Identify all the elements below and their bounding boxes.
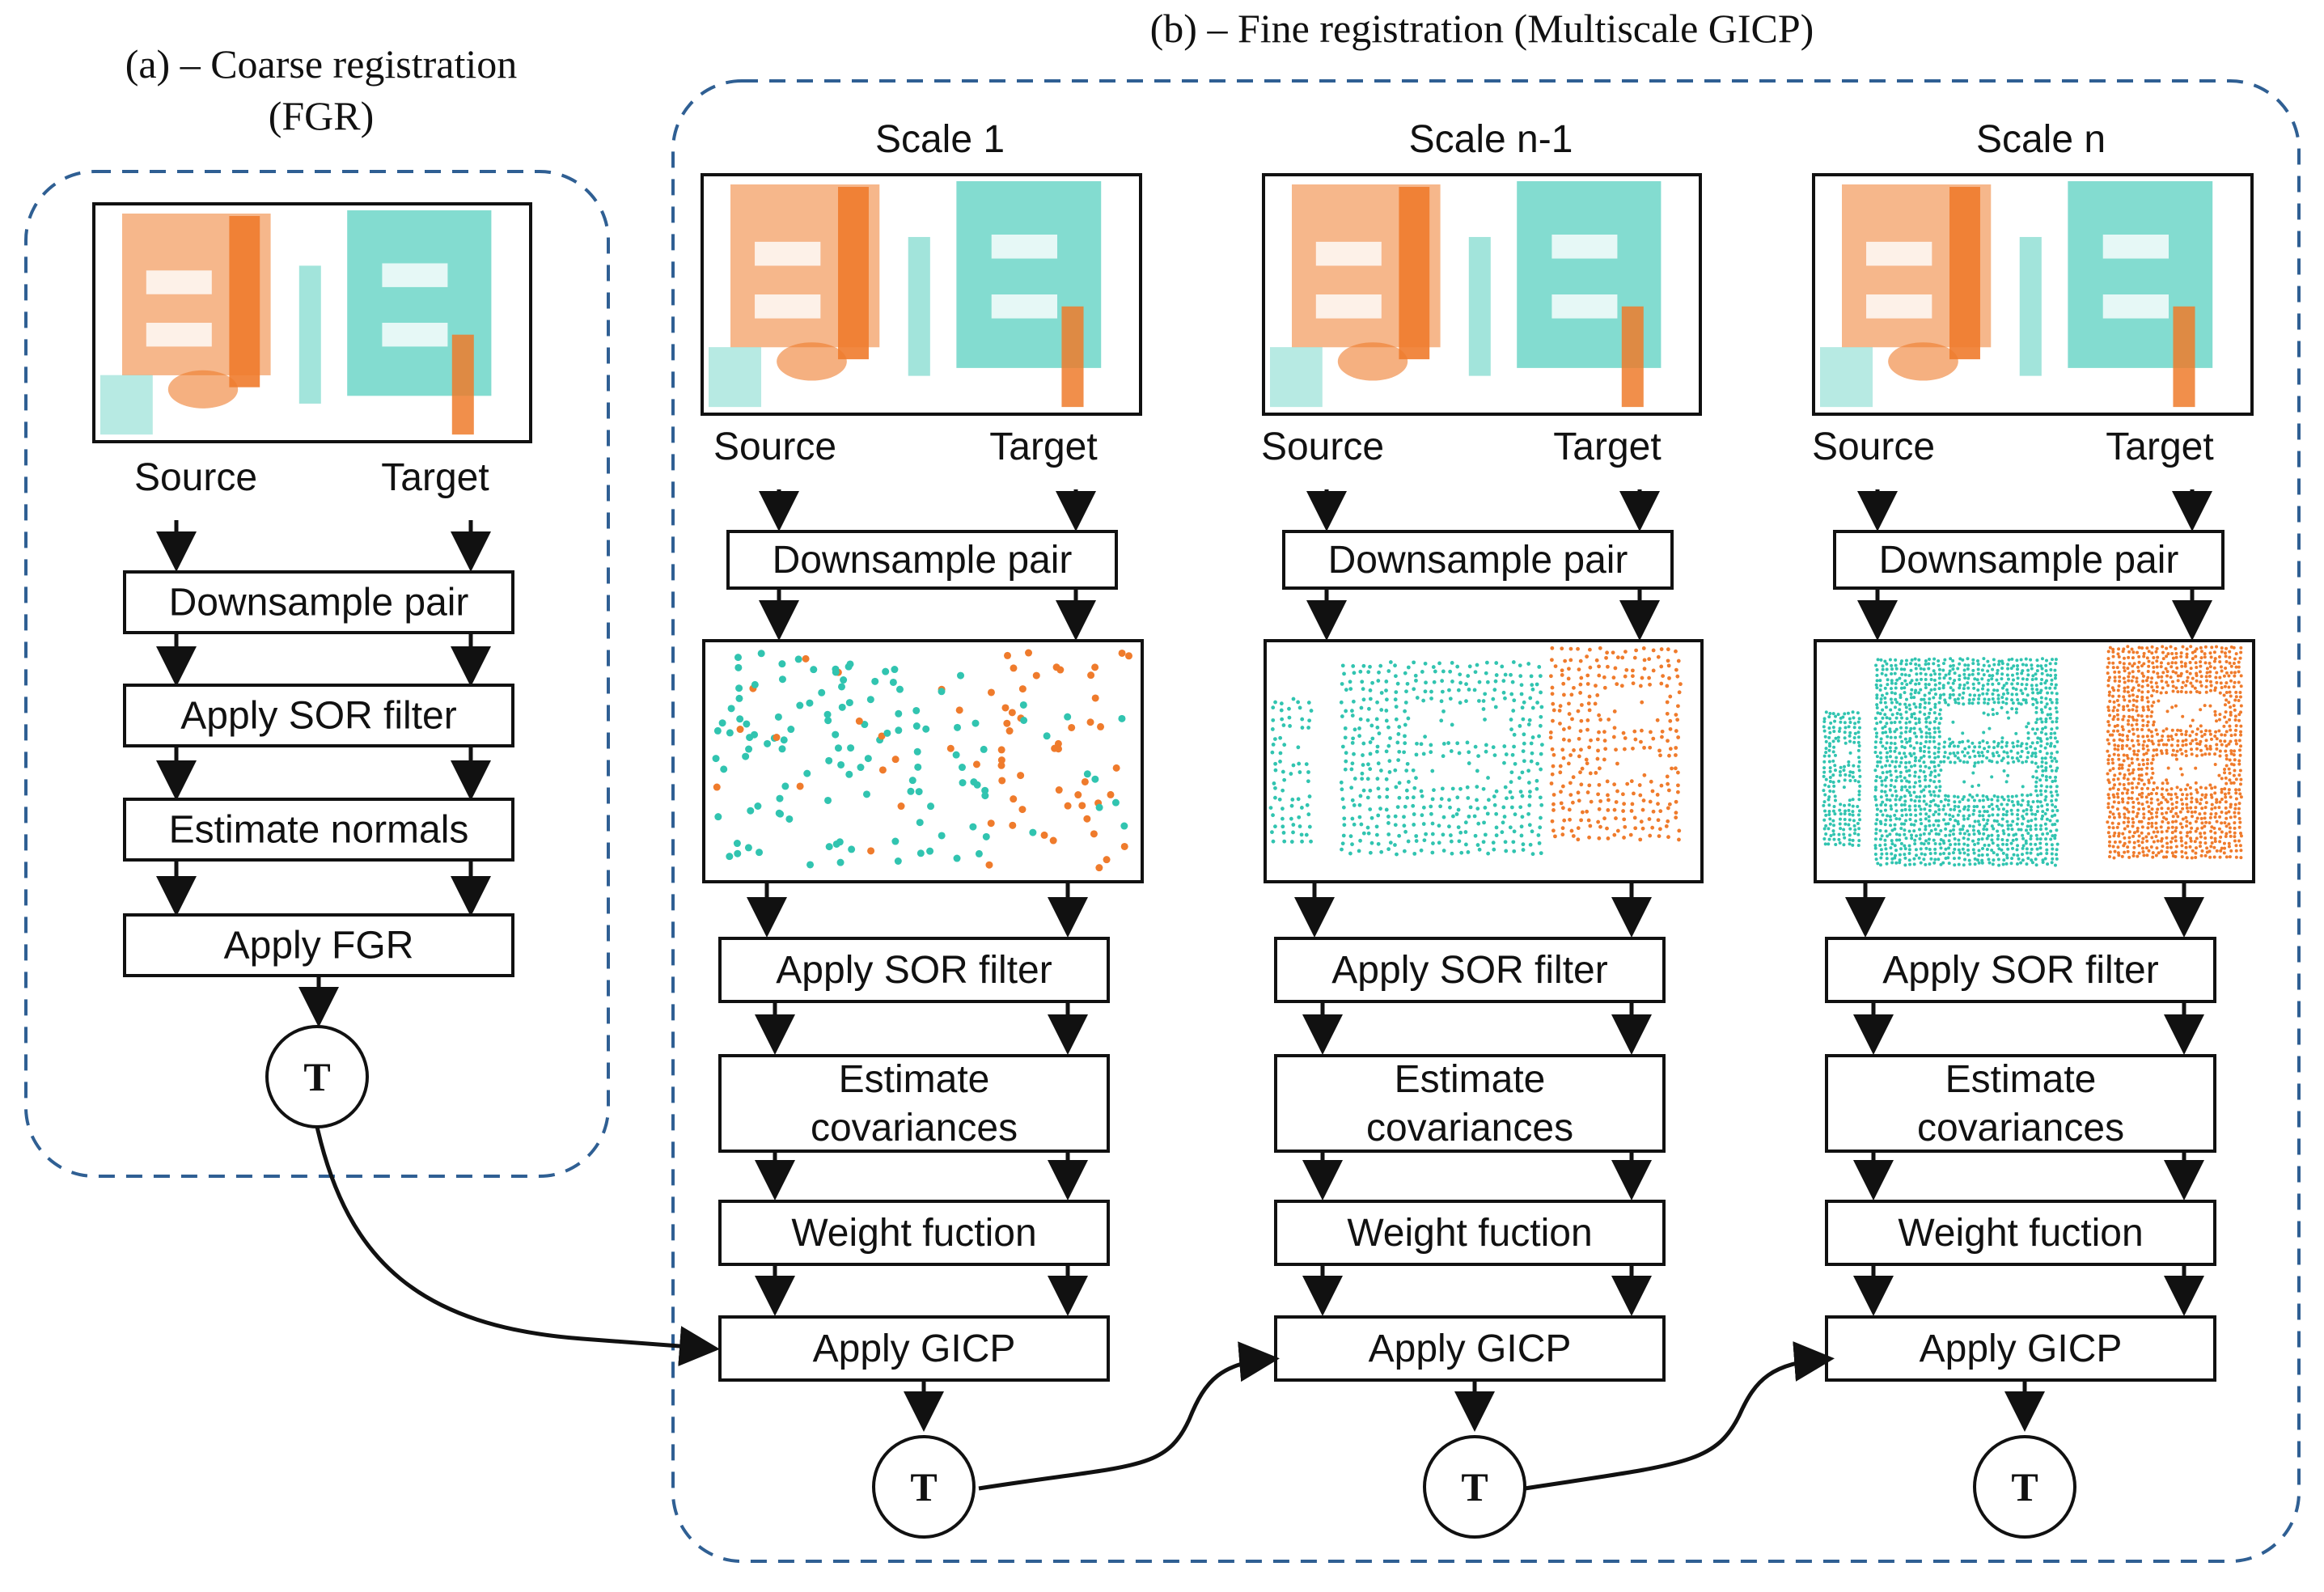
- transform-node-label: T: [910, 1464, 937, 1509]
- target-label: Target: [2106, 426, 2213, 468]
- step-apply-gicp-box: [1274, 1315, 1666, 1382]
- step-apply-gicp-label: Apply GICP: [1369, 1327, 1572, 1370]
- step-downsample-box: [1282, 530, 1674, 590]
- step-apply-gicp-box: [1825, 1315, 2216, 1382]
- panel-b-title: (b) – Fine registration (Multiscale GICP…: [1150, 6, 1814, 51]
- step-covariances-box: [1825, 1054, 2216, 1153]
- step-covariances-line2: covariances: [1366, 1107, 1573, 1150]
- step-sor-filter-box: [718, 937, 1110, 1003]
- scale-preview-input: [1262, 173, 1702, 416]
- step-sor-filter-box: [1274, 937, 1666, 1003]
- step-apply-gicp-box: [718, 1315, 1110, 1382]
- step-weight-function-label: Weight fuction: [1898, 1212, 2143, 1255]
- point-cloud-image: [1820, 181, 2213, 408]
- target-label: Target: [1553, 426, 1661, 468]
- transform-node-label: T: [1461, 1464, 1488, 1509]
- step-covariances-box: [1274, 1054, 1666, 1153]
- point-cloud-image: [1268, 646, 1683, 857]
- panel-a-step-downsample-label: Downsample pair: [169, 582, 469, 625]
- panel-a-transform-node-label: T: [303, 1054, 330, 1099]
- transform-node-circle: [872, 1435, 976, 1539]
- transform-node-label: T: [2011, 1464, 2038, 1509]
- source-label: Source: [1261, 426, 1384, 468]
- panel-a-title-line1: (a) – Coarse registration: [125, 41, 518, 87]
- step-covariances-line2: covariances: [811, 1107, 1018, 1150]
- source-label: Source: [1812, 426, 1935, 468]
- step-sor-filter-label: Apply SOR filter: [1882, 949, 2158, 992]
- panel-a-preview: [92, 202, 532, 443]
- point-cloud-image: [709, 181, 1102, 408]
- step-downsample-box: [726, 530, 1118, 590]
- step-weight-function-label: Weight fuction: [791, 1212, 1036, 1255]
- scale-title: Scale 1: [875, 118, 1005, 161]
- transform-node-circle: [1973, 1435, 2076, 1539]
- step-apply-gicp-label: Apply GICP: [1920, 1327, 2123, 1370]
- step-covariances-line1: Estimate: [1395, 1058, 1546, 1101]
- scale-preview-downsampled-frame: [702, 639, 1144, 883]
- step-weight-function-box: [1274, 1200, 1666, 1266]
- connector-scale-n-1-to-scale-n: [1524, 1341, 1835, 1491]
- panel-a-target-label: Target: [381, 456, 489, 499]
- step-weight-function-box: [1825, 1200, 2216, 1266]
- panel-a-title-line2: (FGR): [269, 93, 375, 138]
- scale-preview-downsampled: [1814, 639, 2255, 883]
- panel-coarse-registration: (a) – Coarse registration (FGR) Source T…: [24, 41, 610, 1178]
- step-covariances-line1: Estimate: [1945, 1058, 2097, 1101]
- scale-title: Scale n: [1976, 118, 2106, 161]
- panel-a-step-normals-label: Estimate normals: [169, 809, 469, 852]
- point-cloud-image: [1270, 181, 1662, 408]
- panel-a-step-sor-filter-box: [123, 684, 514, 747]
- panel-a-border: [24, 170, 610, 1178]
- scale-preview-downsampled-frame: [1264, 639, 1704, 883]
- connector-scale-1-to-scale-n-1: [978, 1341, 1280, 1491]
- target-label: Target: [989, 426, 1097, 468]
- scale-title: Scale n-1: [1409, 118, 1573, 161]
- panel-a-step-normals-box: [123, 798, 514, 862]
- scale-preview-downsampled: [1264, 639, 1704, 883]
- source-label: Source: [713, 426, 836, 468]
- step-downsample-box: [1833, 530, 2225, 590]
- step-covariances-box: [718, 1054, 1110, 1153]
- panel-a-source-label: Source: [134, 456, 257, 499]
- scale-preview-input: [701, 173, 1142, 416]
- step-covariances-line1: Estimate: [839, 1058, 990, 1101]
- panel-fine-registration: (b) – Fine registration (Multiscale GICP…: [671, 6, 2301, 1563]
- point-cloud-image: [1822, 645, 2243, 867]
- step-sor-filter-label: Apply SOR filter: [776, 949, 1052, 992]
- panel-a-step-fgr-box: [123, 913, 514, 977]
- point-cloud-image: [712, 649, 1132, 872]
- step-weight-function-box: [718, 1200, 1110, 1266]
- step-downsample-label: Downsample pair: [1328, 539, 1628, 582]
- step-apply-gicp-label: Apply GICP: [813, 1327, 1016, 1370]
- step-sor-filter-box: [1825, 937, 2216, 1003]
- step-downsample-label: Downsample pair: [773, 539, 1073, 582]
- panel-a-step-fgr-label: Apply FGR: [224, 925, 414, 967]
- step-downsample-label: Downsample pair: [1879, 539, 2179, 582]
- panel-b-border: [671, 79, 2301, 1563]
- panel-a-step-sor-filter-label: Apply SOR filter: [180, 695, 456, 738]
- panel-a-step-downsample-box: [123, 570, 514, 634]
- scale-preview-input: [1812, 173, 2254, 416]
- point-cloud-image: [100, 210, 492, 435]
- step-weight-function-label: Weight fuction: [1347, 1212, 1592, 1255]
- step-covariances-line2: covariances: [1917, 1107, 2124, 1150]
- transform-connectors: [315, 1126, 1835, 1491]
- step-sor-filter-label: Apply SOR filter: [1331, 949, 1607, 992]
- connector-a-to-scale-1: [315, 1126, 720, 1366]
- scale-preview-downsampled: [702, 639, 1144, 883]
- panel-a-point-cloud-preview: [92, 202, 532, 443]
